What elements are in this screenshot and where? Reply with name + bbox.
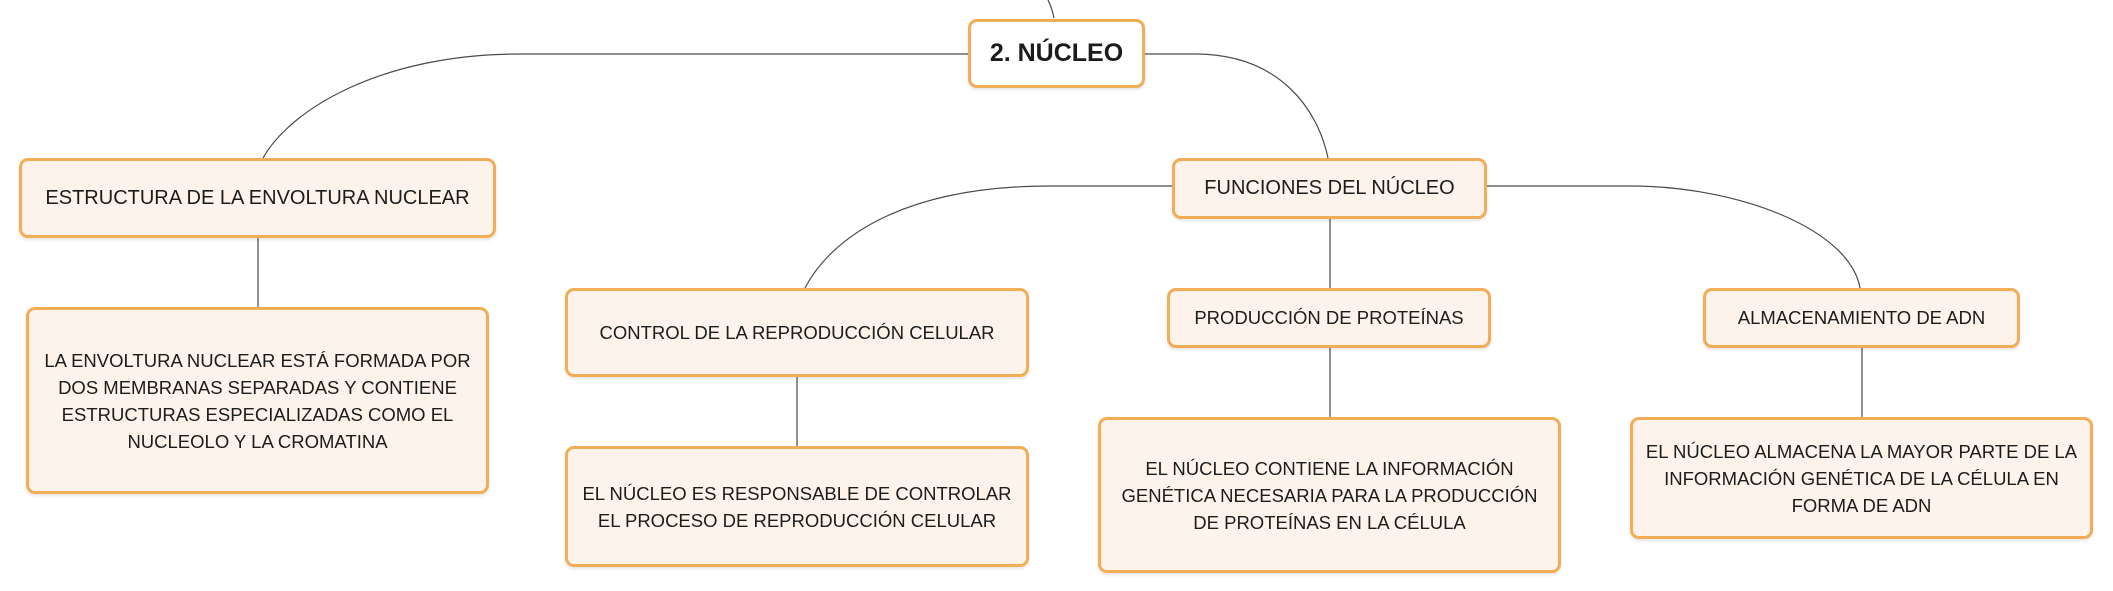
connector-root-to-estructura bbox=[262, 53, 968, 159]
node-almacenamiento-adn-detail[interactable]: EL NÚCLEO ALMACENA LA MAYOR PARTE DE LA … bbox=[1630, 417, 2093, 539]
node-produccion-proteinas-detail-text: EL NÚCLEO CONTIENE LA INFORMACIÓN GENÉTI… bbox=[1121, 457, 1538, 533]
node-estructura-envoltura[interactable]: ESTRUCTURA DE LA ENVOLTURA NUCLEAR bbox=[19, 158, 496, 238]
node-estructura-envoltura-detail[interactable]: LA ENVOLTURA NUCLEAR ESTÁ FORMADA POR DO… bbox=[26, 307, 489, 494]
connector-root-to-funciones bbox=[1145, 53, 1329, 159]
node-produccion-proteinas-detail[interactable]: EL NÚCLEO CONTIENE LA INFORMACIÓN GENÉTI… bbox=[1098, 417, 1561, 573]
node-control-reproduccion-detail[interactable]: EL NÚCLEO ES RESPONSABLE DE CONTROLAR EL… bbox=[565, 446, 1029, 567]
node-funciones-nucleo[interactable]: FUNCIONES DEL NÚCLEO bbox=[1172, 158, 1487, 219]
node-produccion-proteinas[interactable]: PRODUCCIÓN DE PROTEÍNAS bbox=[1167, 288, 1491, 348]
node-almacenamiento-adn-detail-text: EL NÚCLEO ALMACENA LA MAYOR PARTE DE LA … bbox=[1645, 440, 2078, 516]
connector-funciones-to-control bbox=[804, 185, 1172, 289]
node-almacenamiento-adn-label: ALMACENAMIENTO DE ADN bbox=[1737, 307, 1986, 328]
node-control-reproduccion[interactable]: CONTROL DE LA REPRODUCCIÓN CELULAR bbox=[565, 288, 1029, 377]
node-almacenamiento-adn[interactable]: ALMACENAMIENTO DE ADN bbox=[1703, 288, 2020, 348]
node-funciones-nucleo-label: FUNCIONES DEL NÚCLEO bbox=[1204, 177, 1455, 199]
connector-root-incoming bbox=[1047, 0, 1055, 19]
node-control-reproduccion-detail-text: EL NÚCLEO ES RESPONSABLE DE CONTROLAR EL… bbox=[582, 482, 1012, 531]
node-estructura-envoltura-label: ESTRUCTURA DE LA ENVOLTURA NUCLEAR bbox=[45, 186, 470, 209]
root-node-label: 2. NÚCLEO bbox=[989, 39, 1124, 67]
connector-funciones-to-almacenamiento bbox=[1487, 185, 1861, 289]
node-produccion-proteinas-label: PRODUCCIÓN DE PROTEÍNAS bbox=[1194, 307, 1464, 328]
root-node[interactable]: 2. NÚCLEO bbox=[968, 19, 1145, 88]
node-control-reproduccion-label: CONTROL DE LA REPRODUCCIÓN CELULAR bbox=[599, 321, 995, 343]
node-estructura-envoltura-detail-text: LA ENVOLTURA NUCLEAR ESTÁ FORMADA POR DO… bbox=[44, 349, 471, 452]
